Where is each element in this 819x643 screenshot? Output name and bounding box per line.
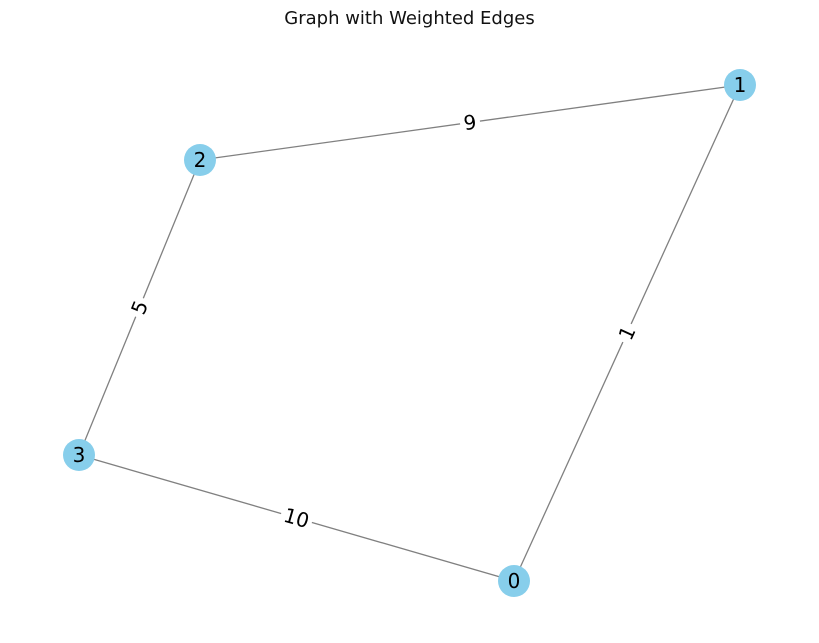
graph-title: Graph with Weighted Edges — [284, 8, 535, 29]
edges-layer — [78, 84, 741, 582]
edge-weight-background — [125, 294, 154, 321]
edge-weight-label: 9 — [462, 110, 478, 136]
node-label: 0 — [508, 569, 521, 593]
node-0: 0 — [498, 565, 530, 597]
edge-weight-label-group: 1 — [612, 319, 642, 347]
node-3: 3 — [63, 439, 95, 471]
node-circle — [184, 144, 216, 176]
nodes-layer: 0 1 2 3 — [63, 69, 756, 597]
edge-weight-background — [612, 319, 642, 347]
edge-weight-label-group: 10 — [278, 502, 315, 534]
edge-weight-label-group: 5 — [125, 294, 154, 321]
node-label: 1 — [734, 73, 747, 97]
edge-weight-label-group: 9 — [458, 110, 482, 136]
node-circle — [63, 439, 95, 471]
edge-weight-background — [278, 502, 315, 534]
node-2: 2 — [184, 144, 216, 176]
node-label: 2 — [194, 148, 207, 172]
node-circle — [724, 69, 756, 101]
node-1: 1 — [724, 69, 756, 101]
node-circle — [498, 565, 530, 597]
edge-weight-background — [458, 110, 482, 135]
node-label: 3 — [73, 443, 86, 467]
